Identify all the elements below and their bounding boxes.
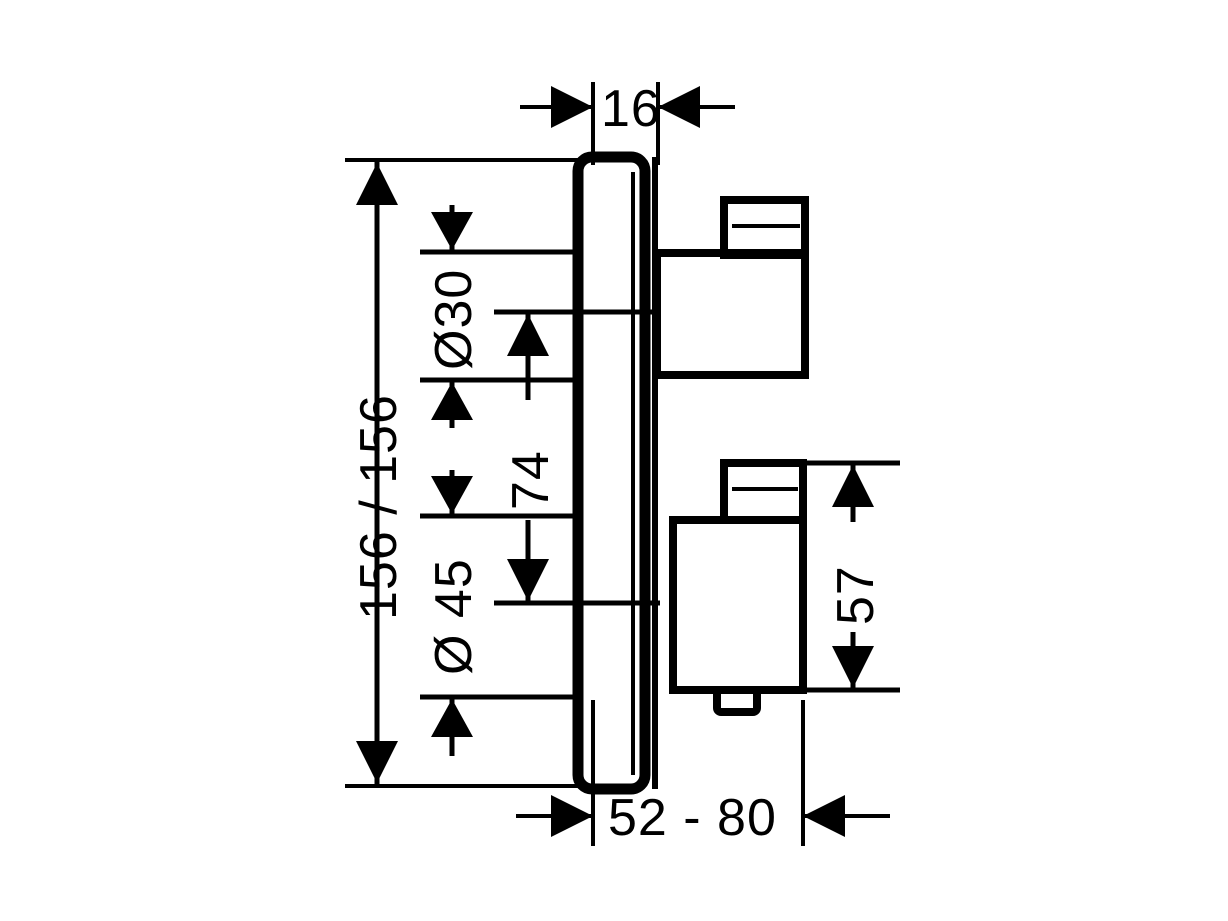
dimension-label-diameter-30: Ø30 <box>425 269 483 370</box>
dimension-74: 74 <box>494 309 660 606</box>
arrowhead-right <box>551 795 593 837</box>
arrowhead-down <box>507 559 549 601</box>
arrowhead-down <box>832 646 874 688</box>
dimension-16: 16 <box>520 80 735 165</box>
arrowhead-up <box>507 314 549 356</box>
dimension-57: 57 <box>798 460 900 693</box>
escutcheon-plate <box>572 151 651 795</box>
lower-handle <box>669 459 807 716</box>
upper-handle <box>653 196 809 379</box>
arrowhead-down <box>431 476 473 514</box>
arrowhead-up <box>356 163 398 205</box>
dimension-diameter-45: Ø 45 <box>420 470 580 756</box>
arrowhead-up <box>431 382 473 420</box>
arrowhead-right <box>551 86 593 128</box>
dimension-label-74: 74 <box>502 450 560 510</box>
dimension-label-156-156: 156 / 156 <box>350 394 408 620</box>
dimension-label-diameter-45: Ø 45 <box>425 558 483 675</box>
arrowhead-left <box>658 86 700 128</box>
dimension-label-52-80: 52 - 80 <box>608 789 777 847</box>
arrowhead-down <box>356 741 398 783</box>
arrowhead-up <box>431 699 473 737</box>
dimension-label-57: 57 <box>827 565 885 625</box>
dimension-52-80: 52 - 80 <box>516 700 890 847</box>
arrowhead-down <box>431 212 473 250</box>
dimension-label-16: 16 <box>601 80 661 138</box>
lower-handle-tab <box>713 686 761 716</box>
dimension-diameter-30: Ø30 <box>420 205 580 428</box>
arrowhead-left <box>803 795 845 837</box>
arrowhead-up <box>832 465 874 507</box>
dimension-156-156: 156 / 156 <box>345 158 580 788</box>
